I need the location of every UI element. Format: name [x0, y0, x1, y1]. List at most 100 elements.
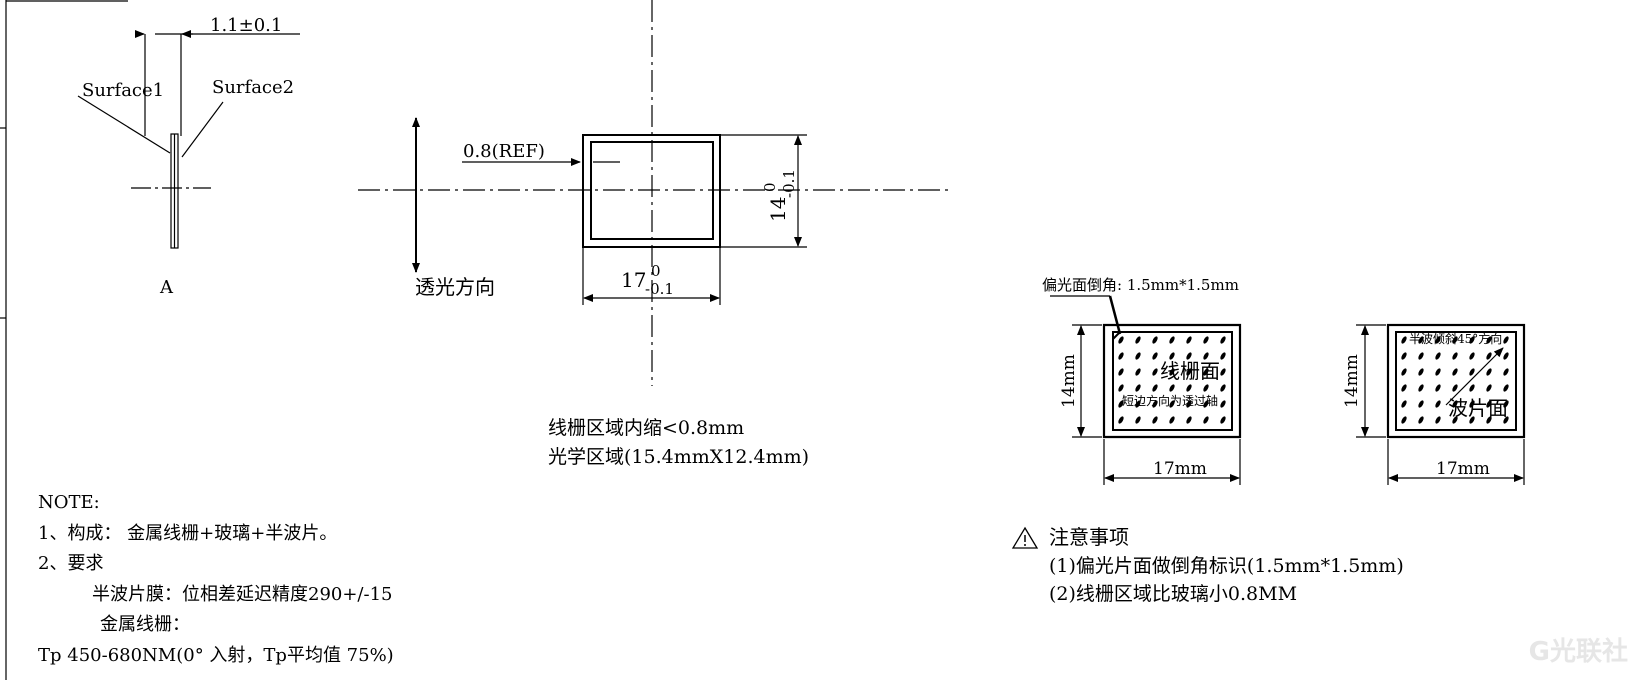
hatch-dot — [1152, 416, 1158, 424]
hatch-dot — [1435, 400, 1441, 408]
hatch-dot — [1503, 368, 1509, 376]
hatch-dot — [1220, 400, 1226, 408]
hatch-dot — [1401, 368, 1407, 376]
hatch-dot — [1135, 352, 1141, 360]
hatch-dot — [1486, 400, 1492, 408]
hatch-dot — [1486, 384, 1492, 392]
hatch-dot — [1401, 400, 1407, 408]
hatch-dot — [1220, 352, 1226, 360]
hatch-dot — [1186, 336, 1192, 344]
hatch-dot — [1418, 416, 1424, 424]
hatch-dot — [1418, 384, 1424, 392]
hatch-dot — [1435, 368, 1441, 376]
ref-dimension: 0.8(REF) — [463, 141, 545, 162]
hatch-dot — [1186, 416, 1192, 424]
border-frame — [0, 0, 128, 680]
hatch-dot — [1169, 336, 1175, 344]
hatch-dot — [1118, 400, 1124, 408]
hatch-dot — [1169, 384, 1175, 392]
hatch-dot — [1452, 352, 1458, 360]
grid-face-width: 17mm — [1153, 459, 1207, 479]
hatch-dot — [1152, 384, 1158, 392]
hatch-dot — [1203, 416, 1209, 424]
wave-face-width: 17mm — [1436, 459, 1490, 479]
hatch-dot — [1452, 336, 1458, 344]
grid-face-label: 线栅面 — [1160, 359, 1220, 383]
caption-optical-area: 光学区域(15.4mmX12.4mm) — [548, 446, 809, 468]
hatch-dot — [1118, 336, 1124, 344]
hatch-dot — [1435, 352, 1441, 360]
hatch-dot — [1503, 400, 1509, 408]
hatch-dot — [1452, 416, 1458, 424]
grid-face-view — [1050, 295, 1242, 485]
grid-face-height: 14mm — [1059, 354, 1079, 408]
height-tol-lower: -0.1 — [780, 169, 798, 198]
hatch-dot — [1469, 352, 1475, 360]
hatch-dot — [1486, 336, 1492, 344]
wave-face-height: 14mm — [1342, 354, 1362, 408]
hatch-dot — [1152, 336, 1158, 344]
hatch-dot — [1401, 352, 1407, 360]
hatch-dot — [1135, 416, 1141, 424]
hatch-dot — [1469, 336, 1475, 344]
hatch-dot — [1418, 400, 1424, 408]
note-line-3: 半波片膜：位相差延迟精度290+/-15 — [92, 584, 393, 605]
hatch-dot — [1220, 368, 1226, 376]
hatch-dot — [1418, 368, 1424, 376]
hatch-dot — [1186, 384, 1192, 392]
hatch-dot — [1220, 336, 1226, 344]
grid-face-sublabel: 短边方向为透过轴 — [1122, 393, 1218, 408]
hatch-dot — [1203, 352, 1209, 360]
hatch-dot — [1135, 400, 1141, 408]
hatch-dot — [1203, 400, 1209, 408]
hatch-dot — [1503, 416, 1509, 424]
hatch-dot — [1503, 336, 1509, 344]
view-a-label: A — [159, 277, 174, 298]
hatch-dot — [1486, 352, 1492, 360]
note-line-5: Tp 450-680NM(0° 入射，Tp平均值 75%) — [38, 645, 394, 666]
hatch-dot — [1401, 336, 1407, 344]
hatch-dot — [1203, 368, 1209, 376]
hatch-dot — [1169, 416, 1175, 424]
hatch-dot — [1152, 400, 1158, 408]
hatch-dot — [1135, 384, 1141, 392]
caption-grid-inset: 线栅区域内缩<0.8mm — [548, 417, 744, 439]
hatch-dot — [1486, 368, 1492, 376]
hatch-dot — [1152, 352, 1158, 360]
hatch-dot — [1135, 368, 1141, 376]
watermark-logo: G光联社 — [1528, 637, 1628, 667]
wave-face-dots — [1401, 336, 1509, 424]
surface2-label: Surface2 — [212, 77, 294, 98]
width-tol-upper: 0 — [651, 262, 661, 280]
hatch-dot — [1186, 400, 1192, 408]
hatch-dot — [1220, 384, 1226, 392]
hatch-dot — [1186, 352, 1192, 360]
hatch-dot — [1418, 352, 1424, 360]
hatch-dot — [1169, 400, 1175, 408]
hatch-dot — [1435, 336, 1441, 344]
hatch-dot — [1135, 336, 1141, 344]
wave-face-view — [1356, 323, 1526, 485]
hatch-dot — [1503, 352, 1509, 360]
note-line-4: 金属线栅： — [100, 614, 190, 635]
note-line-1: 1、构成： 金属线栅+玻璃+半波片。 — [38, 523, 338, 544]
caution-item-1: (1)偏光片面做倒角标识(1.5mm*1.5mm) — [1049, 555, 1404, 577]
caution-item-2: (2)线栅区域比玻璃小0.8MM — [1049, 583, 1297, 605]
hatch-dot — [1486, 416, 1492, 424]
hatch-dot — [1401, 416, 1407, 424]
height-nominal: 14 — [766, 197, 790, 222]
chamfer-note: 偏光面倒角: 1.5mm*1.5mm — [1042, 276, 1239, 294]
hatch-dot — [1169, 352, 1175, 360]
hatch-dot — [1469, 400, 1475, 408]
hatch-dot — [1401, 384, 1407, 392]
hatch-dot — [1469, 384, 1475, 392]
caution-icon — [1011, 526, 1039, 549]
light-direction-label: 透光方向 — [415, 275, 495, 299]
hatch-dot — [1118, 416, 1124, 424]
hatch-dot — [1435, 416, 1441, 424]
front-view — [358, 0, 948, 386]
width-nominal: 17 — [621, 268, 646, 292]
hatch-dot — [1118, 352, 1124, 360]
height-tol-upper: 0 — [761, 182, 779, 192]
